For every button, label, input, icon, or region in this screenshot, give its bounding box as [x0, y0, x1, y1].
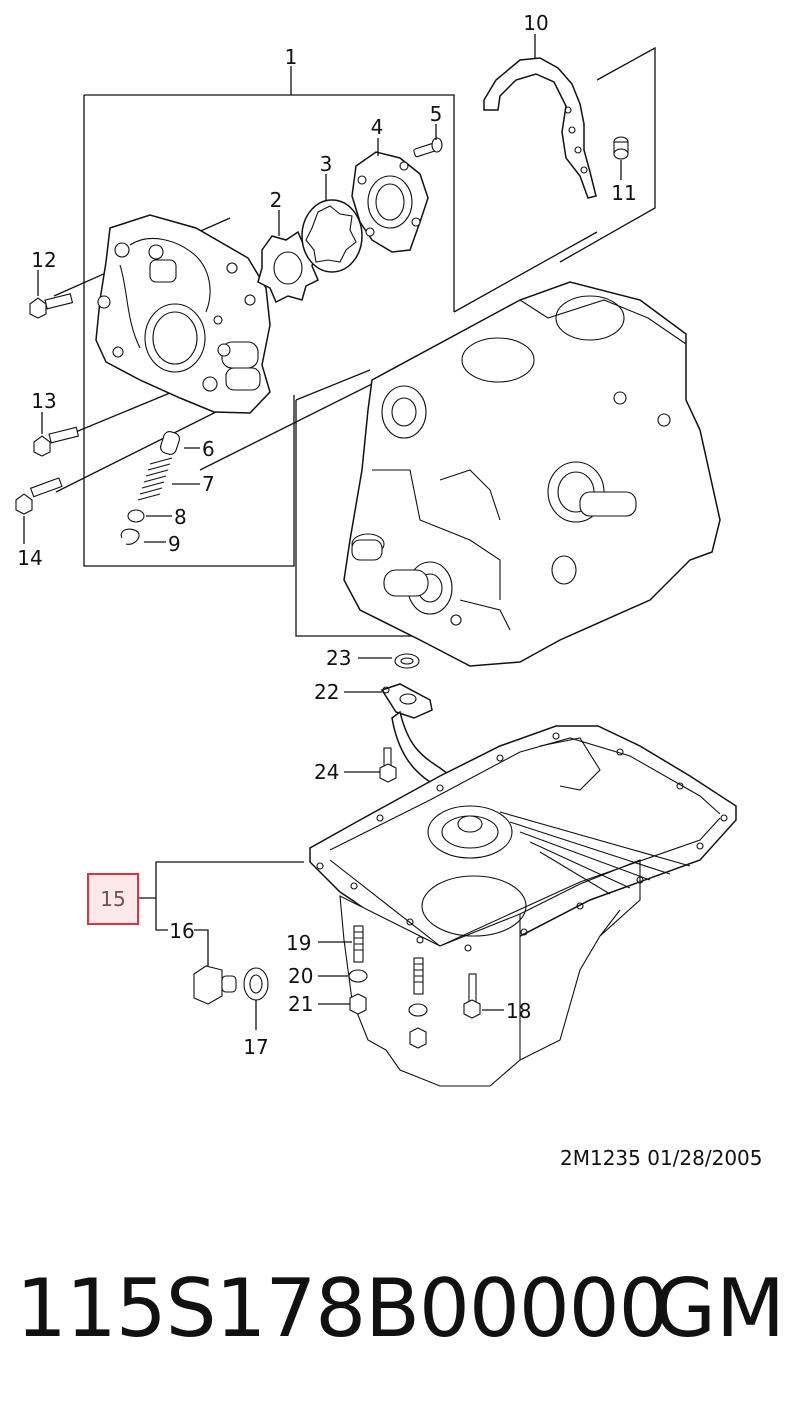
bolt-14 — [15, 477, 63, 544]
oil-pickup-o-ring — [358, 653, 420, 669]
oil-pump-housing — [95, 214, 271, 414]
pan-bolt — [463, 973, 504, 1019]
callout-23: 23 — [326, 646, 351, 670]
callout-14: 14 — [17, 546, 42, 570]
dowel-pin — [613, 136, 629, 180]
snap-ring — [120, 528, 166, 545]
callout-20: 20 — [288, 964, 313, 988]
relief-valve-washer — [127, 509, 172, 523]
drain-plug-gasket — [243, 967, 269, 1030]
rear-cover-frame — [453, 46, 656, 313]
callout-3: 3 — [320, 152, 333, 176]
cover-bolt — [413, 124, 443, 158]
callout-1: 1 — [285, 45, 298, 69]
callout-22: 22 — [314, 680, 339, 704]
bolt-12 — [29, 270, 74, 319]
engine-block-frame — [295, 369, 430, 637]
callout-5: 5 — [430, 102, 443, 126]
callout-10: 10 — [523, 11, 548, 35]
rear-cover-gasket — [483, 34, 597, 199]
pickup-bolt — [344, 747, 397, 783]
outer-rotor — [301, 174, 363, 273]
exploded-parts-diagram: 1 2 3 4 5 6 7 8 9 10 11 12 13 14 15 16 1… — [15, 11, 737, 1087]
drawing-reference: 2M1235 01/28/2005 — [560, 1146, 763, 1170]
callout-16: 16 — [169, 919, 194, 943]
callout-24: 24 — [314, 760, 339, 784]
highlight-box — [87, 873, 139, 925]
callout-6: 6 — [202, 437, 215, 461]
inner-rotor-gear — [257, 210, 319, 304]
pan-stud-nut — [318, 993, 427, 1049]
leader-bracket-15 — [138, 861, 304, 931]
callout-15: 15 — [100, 887, 125, 911]
callout-9: 9 — [168, 532, 181, 556]
part-number: 115S178B00000 — [16, 1262, 670, 1355]
callout-18: 18 — [506, 999, 531, 1023]
callout-15-highlight[interactable]: 15 — [87, 873, 139, 925]
pan-stud — [318, 925, 424, 995]
callout-13: 13 — [31, 389, 56, 413]
relief-valve-plunger — [160, 431, 200, 455]
callout-12: 12 — [31, 248, 56, 272]
engine-block — [343, 281, 721, 667]
callout-11: 11 — [611, 181, 636, 205]
brand-label: GM — [654, 1262, 786, 1355]
callout-17: 17 — [243, 1035, 268, 1059]
relief-valve-spring — [137, 457, 200, 501]
callout-8: 8 — [174, 505, 187, 529]
callout-19: 19 — [286, 931, 311, 955]
pump-cover — [351, 138, 429, 253]
bolt-13 — [33, 412, 80, 457]
drain-plug — [193, 929, 237, 1005]
callout-21: 21 — [288, 992, 313, 1016]
callout-2: 2 — [270, 188, 283, 212]
callout-4: 4 — [371, 115, 384, 139]
oil-pump-group-frame — [83, 66, 455, 567]
pan-stud-washer — [318, 969, 428, 1017]
oil-pan — [309, 725, 737, 1087]
callout-7: 7 — [202, 472, 215, 496]
